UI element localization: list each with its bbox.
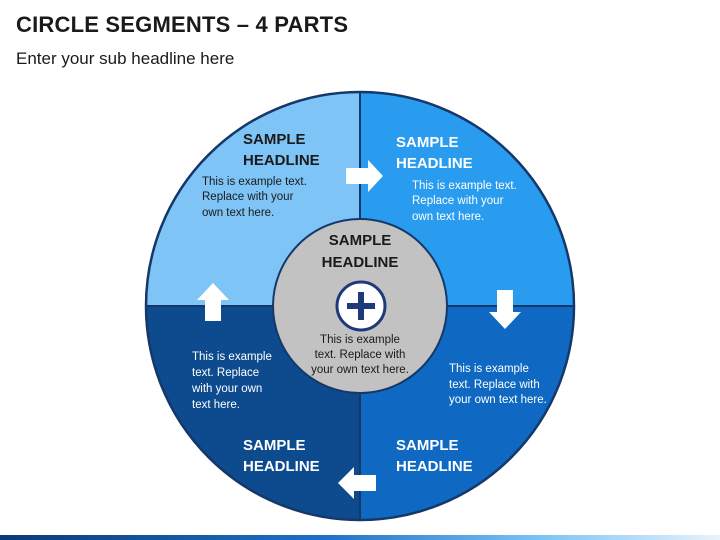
bottom-right-headline-line2: HEADLINE <box>396 458 473 475</box>
top-left-headline-line2: HEADLINE <box>243 152 320 169</box>
arrow-left-icon <box>338 467 376 499</box>
arrow-down-icon <box>489 290 521 329</box>
bottom-left-text-line2: text. Replace <box>192 367 259 379</box>
bottom-left-text-line3: with your own <box>191 383 262 395</box>
center-text-line3: your own text here. <box>311 364 409 376</box>
top-left-text-line2: Replace with your <box>202 191 294 203</box>
bottom-left-text-line4: text here. <box>192 399 240 411</box>
bottom-right-headline-line1: SAMPLE <box>396 437 459 454</box>
center-text-line2: text. Replace with <box>315 349 406 361</box>
center-text-line1: This is example <box>320 334 400 346</box>
bottom-left-headline-line1: SAMPLE <box>243 437 306 454</box>
arrow-up-icon <box>197 283 229 321</box>
arrow-right-icon <box>346 160 383 192</box>
bottom-left-headline-line2: HEADLINE <box>243 458 320 475</box>
top-right-text-line3: own text here. <box>412 211 484 223</box>
top-right-headline-line1: SAMPLE <box>396 134 459 151</box>
bottom-left-text-line1: This is example <box>192 351 272 363</box>
top-right-text-line2: Replace with your <box>412 195 504 207</box>
center-headline-line1: SAMPLE <box>329 232 392 249</box>
top-left-text-line1: This is example text. <box>202 176 307 188</box>
page-subtitle: Enter your sub headline here <box>16 49 235 68</box>
top-right-text-line1: This is example text. <box>412 180 517 192</box>
plus-icon <box>347 292 375 320</box>
page-title: CIRCLE SEGMENTS – 4 PARTS <box>16 12 349 37</box>
bottom-right-text-line3: your own text here. <box>449 394 547 406</box>
top-left-headline-line1: SAMPLE <box>243 131 306 148</box>
outer-circle <box>144 90 576 522</box>
bottom-right-text-line2: text. Replace with <box>449 379 540 391</box>
center-headline-line2: HEADLINE <box>322 254 399 271</box>
top-right-headline-line2: HEADLINE <box>396 155 473 172</box>
top-left-text-line3: own text here. <box>202 207 274 219</box>
bottom-gradient-bar <box>0 535 720 540</box>
bottom-right-text-line1: This is example <box>449 363 529 375</box>
